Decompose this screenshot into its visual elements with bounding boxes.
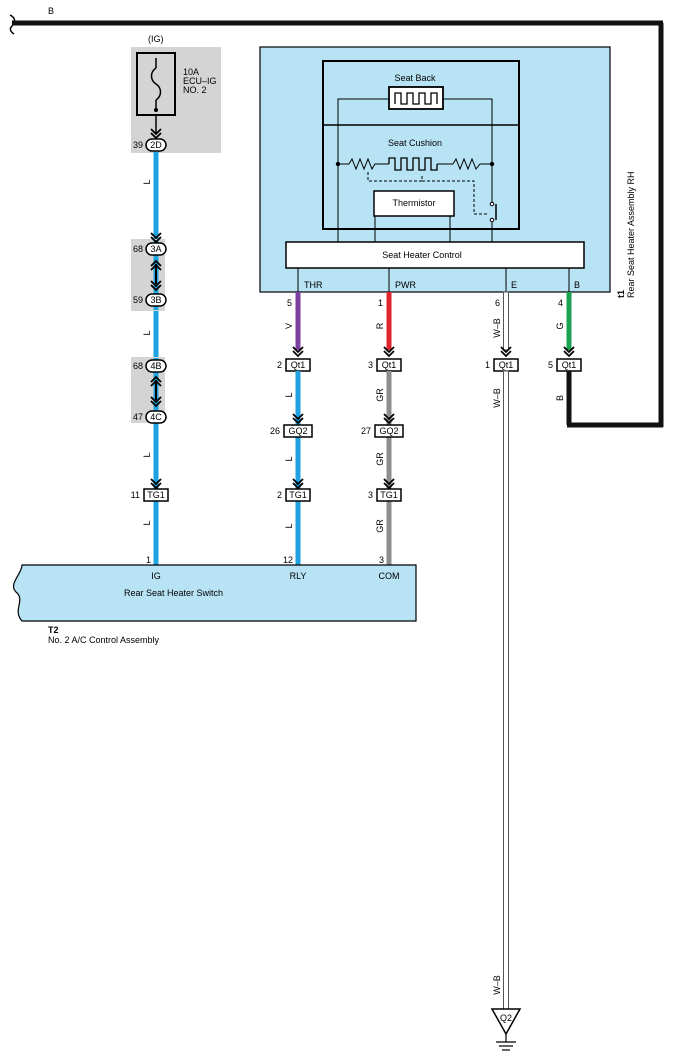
wire-label: R bbox=[375, 322, 385, 329]
ground-code: Q2 bbox=[500, 1013, 512, 1023]
seat-back-label: Seat Back bbox=[394, 73, 436, 83]
connector-tg1-left: TG1 11 bbox=[131, 478, 169, 502]
connector-pin: 11 bbox=[131, 490, 140, 500]
seat-cushion-label: Seat Cushion bbox=[388, 138, 442, 148]
connector-pin: 1 bbox=[485, 360, 490, 370]
wire-label: L bbox=[142, 330, 152, 335]
wire-label: B bbox=[555, 395, 565, 401]
ground-q2: Q2 bbox=[490, 1008, 522, 1051]
junction-4b-4c: 4B 68 4C 47 bbox=[131, 357, 167, 424]
terminal-pin: 1 bbox=[378, 298, 383, 308]
assembly-code: t1 bbox=[616, 290, 626, 298]
fuse-out-pin: 39 bbox=[133, 140, 143, 150]
lower-wires: L GR W–B B L GR L GR W–B bbox=[284, 370, 572, 1012]
junction-conn: 3B bbox=[150, 295, 161, 305]
connector-name: TG1 bbox=[380, 490, 398, 500]
heater-assembly: Seat Back Seat Cushion Thermistor Seat H… bbox=[259, 46, 636, 298]
connector-name: Qt1 bbox=[291, 360, 306, 370]
junction-conn: 4B bbox=[150, 361, 161, 371]
fuse-name-line2: NO. 2 bbox=[183, 85, 207, 95]
connectors-tg1-right: TG1 TG1 2 3 bbox=[277, 478, 402, 502]
switch-terminal: IG bbox=[151, 571, 161, 581]
junction-3a-3b: 3A 68 3B 59 bbox=[131, 232, 167, 311]
connector-name: TG1 bbox=[147, 490, 165, 500]
connector-name: Qt1 bbox=[562, 360, 577, 370]
connector-pin: 5 bbox=[548, 360, 553, 370]
fuse-supply: (IG) bbox=[148, 34, 164, 44]
switch-terminal: RLY bbox=[290, 571, 307, 581]
wire-label: L bbox=[142, 520, 152, 525]
switch-pin: 1 bbox=[146, 555, 151, 565]
terminal-label: THR bbox=[304, 280, 323, 290]
connector-pin: 3 bbox=[368, 490, 373, 500]
connector-pin: 2 bbox=[277, 490, 282, 500]
heater-output-wires: 5 V 1 R 6 W–B 4 G bbox=[284, 291, 572, 351]
wire-label: L bbox=[142, 179, 152, 184]
fuse-out-conn: 2D bbox=[150, 140, 162, 150]
seat-cushion-heater-element bbox=[388, 157, 438, 171]
terminal-label: B bbox=[574, 280, 580, 290]
junction-conn: 3A bbox=[150, 244, 161, 254]
junction-pin: 59 bbox=[133, 295, 143, 305]
fuse-block: (IG) 10A ECU–IG NO. 2 2D 39 bbox=[131, 34, 221, 153]
connector-name: Qt1 bbox=[382, 360, 397, 370]
connector-name: Qt1 bbox=[499, 360, 514, 370]
connector-name: TG1 bbox=[289, 490, 307, 500]
top-wire-color: B bbox=[48, 6, 54, 16]
junction-pin: 68 bbox=[133, 361, 143, 371]
switch-code: T2 bbox=[48, 625, 59, 635]
terminal-pin: 5 bbox=[287, 298, 292, 308]
wire-label: G bbox=[555, 322, 565, 329]
seat-back-heater-element bbox=[394, 92, 438, 105]
ground-wire-label: W–B bbox=[492, 975, 502, 995]
assembly-name: Rear Seat Heater Assembly RH bbox=[626, 171, 636, 298]
switch-assembly: No. 2 A/C Control Assembly bbox=[48, 635, 160, 645]
connector-name: GQ2 bbox=[288, 426, 307, 436]
wire-label: W–B bbox=[492, 318, 502, 338]
wire-label: GR bbox=[375, 519, 385, 533]
wire-label: GR bbox=[375, 388, 385, 402]
connectors-qt1: Qt1 Qt1 Qt1 Qt1 2 3 1 5 bbox=[277, 346, 582, 372]
terminal-label: E bbox=[511, 280, 517, 290]
heater-switch: 1 12 3 IG RLY COM Rear Seat Heater Switc… bbox=[12, 555, 417, 645]
connector-pin: 26 bbox=[270, 426, 280, 436]
wire-label: L bbox=[284, 392, 294, 397]
connector-pin: 2 bbox=[277, 360, 282, 370]
terminal-pin: 4 bbox=[558, 298, 563, 308]
fuse-rating: 10A bbox=[183, 67, 199, 77]
terminal-pin: 6 bbox=[495, 298, 500, 308]
connector-name: GQ2 bbox=[379, 426, 398, 436]
fuse-name-line1: ECU–IG bbox=[183, 76, 217, 86]
connector-pin: 27 bbox=[361, 426, 371, 436]
thermistor-label: Thermistor bbox=[392, 198, 435, 208]
switch-terminal: COM bbox=[379, 571, 400, 581]
connectors-gq2: GQ2 GQ2 26 27 bbox=[270, 413, 404, 438]
wire-label: L bbox=[284, 456, 294, 461]
wire-label: L bbox=[142, 452, 152, 457]
ground-icon bbox=[490, 1008, 522, 1036]
wire-label: V bbox=[284, 323, 294, 329]
heater-control-label: Seat Heater Control bbox=[382, 250, 462, 260]
switch-name: Rear Seat Heater Switch bbox=[124, 588, 223, 598]
junction-pin: 47 bbox=[133, 412, 143, 422]
wire-label: W–B bbox=[492, 388, 502, 408]
junction-pin: 68 bbox=[133, 244, 143, 254]
wire-label: L bbox=[284, 523, 294, 528]
terminal-label: PWR bbox=[395, 280, 416, 290]
switch-pin: 3 bbox=[379, 555, 384, 565]
switch-pin: 12 bbox=[283, 555, 293, 565]
connector-pin: 3 bbox=[368, 360, 373, 370]
junction-conn: 4C bbox=[150, 412, 162, 422]
wire-label: GR bbox=[375, 452, 385, 466]
